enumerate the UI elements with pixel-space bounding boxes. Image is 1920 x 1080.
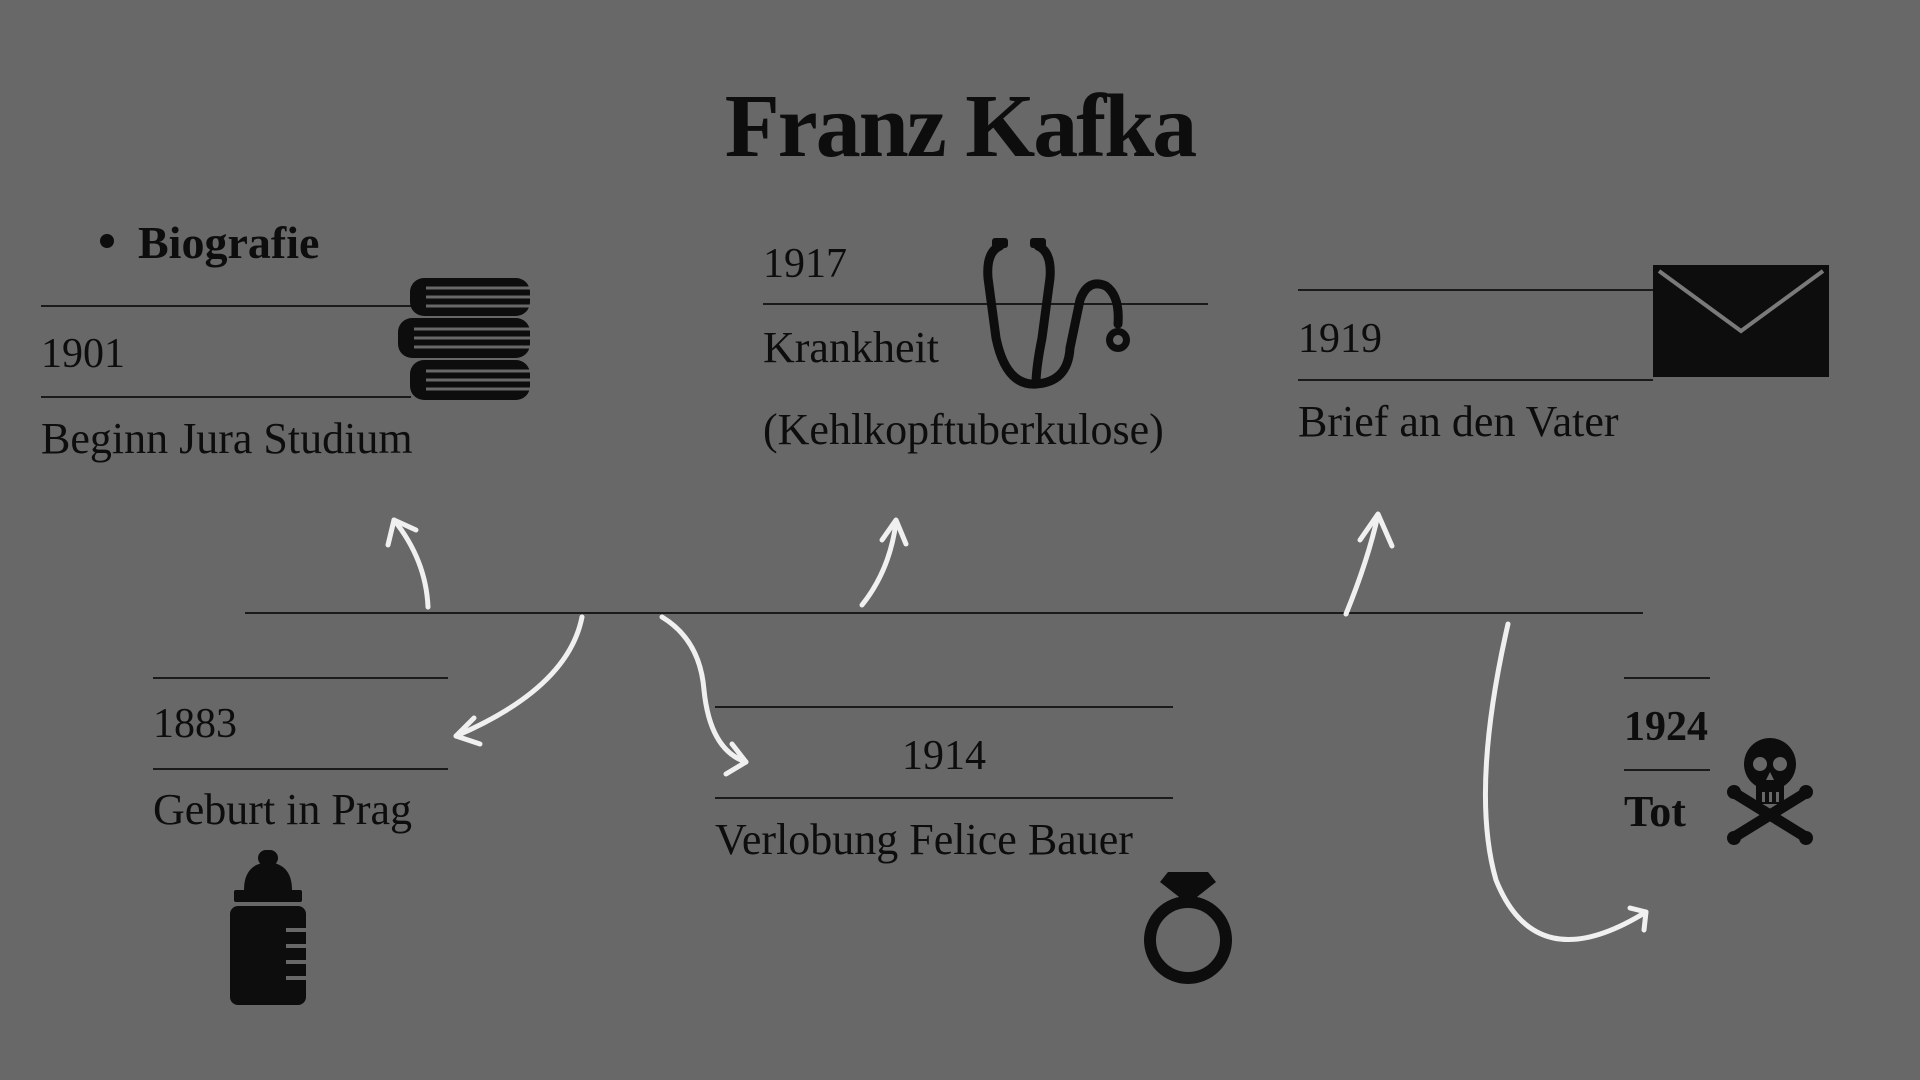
arrow-to-1924 (1482, 621, 1649, 943)
event-1914-text: Verlobung Felice Bauer (715, 815, 1133, 864)
event-1901-rule-top (41, 305, 411, 307)
event-1919-rule-bottom (1298, 379, 1653, 381)
arrow-to-1914 (659, 614, 749, 777)
envelope-icon (1653, 265, 1829, 377)
event-1914-rule-top (715, 706, 1173, 708)
event-1901-rule-bottom (41, 396, 411, 398)
event-1883-rule-bottom (153, 768, 448, 770)
event-1914-rule-bottom (715, 797, 1173, 799)
event-1901-text: Beginn Jura Studium (41, 414, 413, 463)
event-1919-text: Brief an den Vater (1298, 397, 1619, 446)
event-1901-year: 1901 (41, 331, 125, 377)
event-1883-text: Geburt in Prag (153, 785, 413, 834)
baby-bottle-icon (230, 850, 306, 1005)
arrow-to-1917 (859, 517, 909, 608)
event-1924-rule-bottom (1624, 769, 1710, 771)
arrow-to-1919 (1343, 511, 1395, 617)
event-1883-year: 1883 (153, 701, 237, 747)
event-1883-rule-top (153, 677, 448, 679)
event-1924-year: 1924 (1624, 704, 1708, 750)
books-icon (398, 278, 530, 400)
event-1917-rule (763, 303, 1208, 305)
event-1919-year: 1919 (1298, 316, 1382, 362)
stethoscope-icon (983, 238, 1130, 389)
section-heading-label: Biografie (138, 217, 320, 268)
section-heading: Biografie (100, 220, 319, 266)
event-1924-rule-top (1624, 677, 1710, 679)
page-title: Franz Kafka (724, 77, 1197, 176)
event-1924-text: Tot (1624, 787, 1686, 836)
bullet-icon (100, 234, 114, 249)
event-1919-rule-top (1298, 289, 1653, 291)
event-1914-year: 1914 (902, 733, 986, 779)
arrow-to-1883 (453, 614, 585, 747)
event-1917-year: 1917 (763, 241, 847, 287)
arrow-to-1901 (385, 517, 431, 610)
event-1917-text-line1: Krankheit (763, 323, 939, 372)
skull-crossbones-icon (1727, 738, 1813, 845)
event-1917-text-line2: (Kehlkopftuberkulose) (763, 405, 1164, 454)
timeline-axis (245, 612, 1643, 614)
ring-icon (1144, 872, 1232, 984)
